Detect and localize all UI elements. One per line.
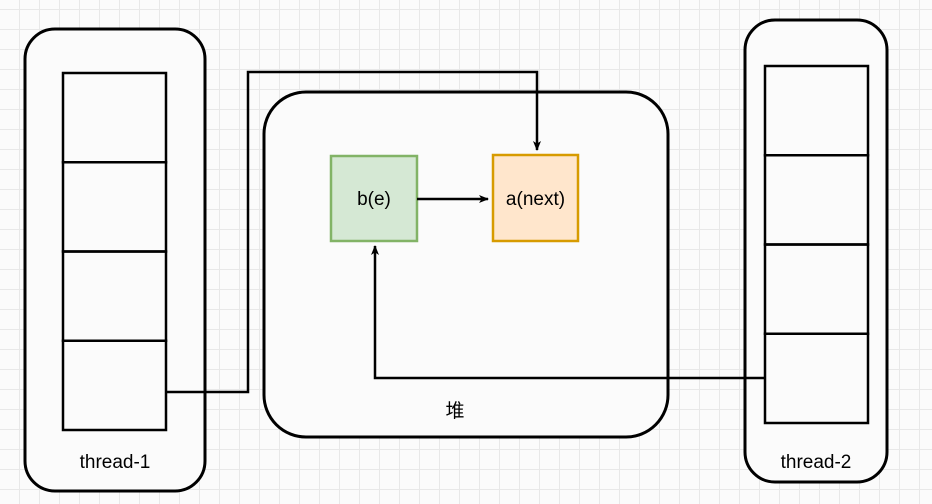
node-b-e-label: b(e)	[357, 189, 391, 210]
node-a-next[interactable]	[491, 153, 580, 243]
thread-2-stack	[763, 64, 870, 425]
node-a-next-label: a(next)	[505, 189, 566, 210]
heap-label: 堆	[445, 401, 465, 422]
thread-1-label: thread-1	[79, 452, 151, 473]
stack-cell[interactable]	[61, 339, 168, 432]
heap-container[interactable]	[262, 90, 670, 439]
thread-1-stack	[61, 71, 168, 432]
thread-2-label: thread-2	[780, 452, 852, 473]
edge-thread1-to-a-next[interactable]	[166, 70, 541, 394]
thread-1-container[interactable]	[23, 27, 207, 493]
thread-2-container[interactable]	[743, 18, 889, 484]
edge-thread2-to-b-e[interactable]	[371, 245, 765, 380]
node-b-e[interactable]	[329, 154, 419, 243]
